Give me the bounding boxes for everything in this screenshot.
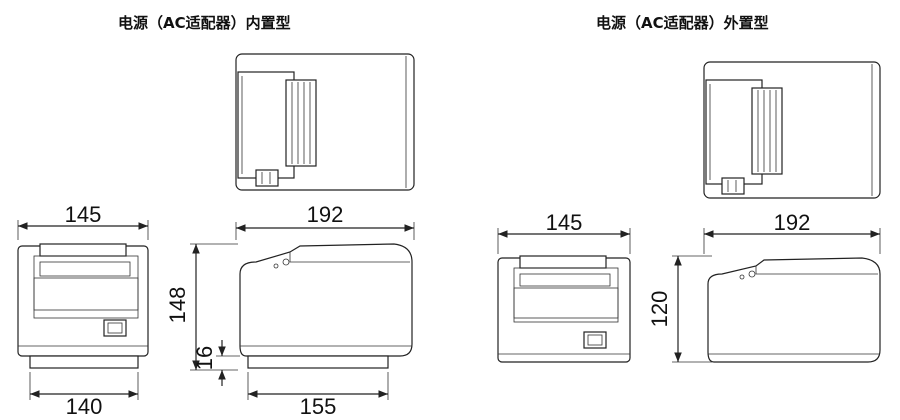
dim-internal-side-depth: 192 <box>307 202 344 227</box>
dim-internal-base-width: 140 <box>66 394 103 419</box>
internal-front-view <box>17 243 149 369</box>
external-front-view <box>497 255 631 363</box>
title-external-power: 电源（AC适配器）外置型 <box>596 14 769 32</box>
dim-external-front-width: 145 <box>546 210 583 235</box>
title-internal-power: 电源（AC适配器）内置型 <box>118 14 291 32</box>
external-dimensions <box>497 228 881 363</box>
external-top-view <box>703 61 881 199</box>
dim-internal-base-height: 16 <box>192 346 217 370</box>
dim-internal-front-width: 145 <box>65 202 102 227</box>
dim-external-side-depth: 192 <box>774 210 811 235</box>
dim-internal-base-depth: 155 <box>300 394 337 419</box>
internal-dimensions <box>17 220 415 400</box>
dim-internal-height: 148 <box>165 287 190 324</box>
dim-external-height: 120 <box>647 291 672 328</box>
internal-top-view <box>235 53 415 191</box>
external-side-view <box>707 257 881 363</box>
internal-side-view <box>239 243 413 369</box>
